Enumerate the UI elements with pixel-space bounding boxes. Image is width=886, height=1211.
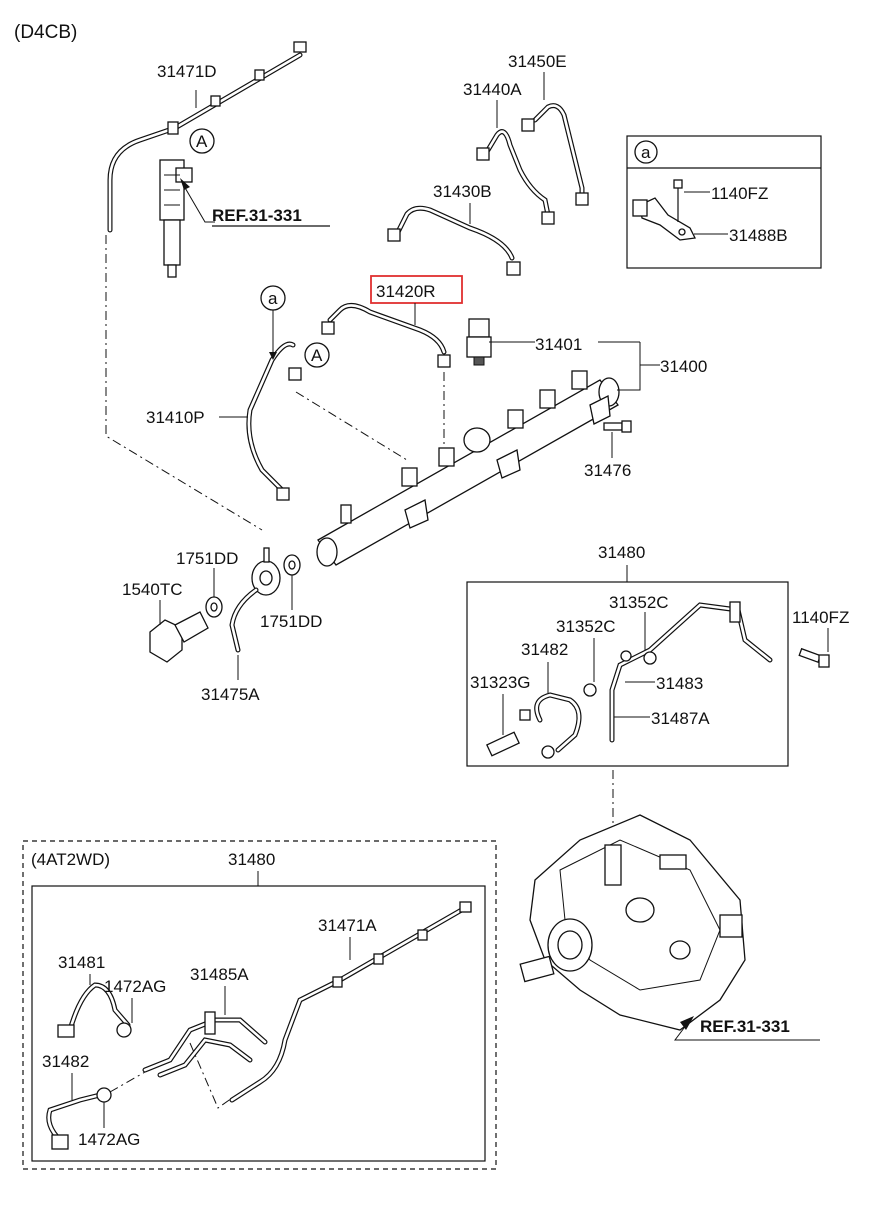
engine-code-label: (D4CB) [14,22,77,43]
return-line-31471D [107,41,307,233]
arrow-icon [180,178,190,190]
arrow-icon [680,1016,694,1030]
clamp-31352C-b[interactable] [541,683,597,759]
tube-31485A[interactable] [142,1011,268,1078]
injection-pipe-31450E[interactable] [521,103,589,206]
high-pressure-pump[interactable] [519,814,746,1031]
callout-1472AG-a: 1472AG [104,977,166,996]
injection-pipe-31430B[interactable] [387,205,521,276]
marker-a-pipe: a [268,289,278,308]
callout-31480-bottom: 31480 [228,850,275,869]
callout-31323G: 31323G [470,673,531,692]
common-rail[interactable] [316,370,620,567]
arrow-icon [269,352,277,360]
feed-tube-31487A[interactable] [609,601,773,743]
bolt-31476[interactable] [603,420,632,433]
callout-31401: 31401 [535,335,582,354]
callout-31482-top: 31482 [521,640,568,659]
callout-31475A: 31475A [201,685,260,704]
variant-label: (4AT2WD) [31,850,110,869]
callout-31476: 31476 [584,461,631,480]
marker-A-injector: A [196,132,208,151]
callout-1140FZ-inset: 1140FZ [711,184,768,203]
callout-31471D: 31471D [157,62,217,81]
hose-31482-top[interactable] [534,692,582,753]
callout-1751DD-top: 1751DD [176,549,238,568]
inset-a-box [626,135,822,269]
marker-A-rail: A [311,346,323,365]
callout-1540TC: 1540TC [122,580,182,599]
bolt-1140FZ-right[interactable] [798,647,830,668]
callout-31420R: 31420R [376,282,436,301]
bolt-1140FZ-inset[interactable] [673,179,683,222]
banjo-fitting[interactable] [251,547,281,596]
callout-31481: 31481 [58,953,105,972]
clamp-31352C-a[interactable] [620,650,657,665]
check-valve-31323G[interactable] [486,709,531,757]
callout-31480-top: 31480 [598,543,645,562]
variant-box-4AT2WD [22,840,497,1170]
injection-pipe-31420R[interactable] [321,303,451,368]
washer-1751DD-right[interactable] [283,554,301,576]
injection-pipe-31410P[interactable] [246,341,302,501]
callout-31400: 31400 [660,357,707,376]
callout-31487A: 31487A [651,709,710,728]
ref-link-top[interactable]: REF.31-331 [212,206,302,225]
hose-31481[interactable] [57,982,131,1038]
callout-31485A: 31485A [190,965,249,984]
callout-1472AG-b: 1472AG [78,1130,140,1149]
callout-31471A: 31471A [318,916,377,935]
hose-31482-bottom[interactable] [46,1092,103,1150]
assembly-box-31480-bottom [31,885,486,1162]
callout-31430B: 31430B [433,182,492,201]
injector-assembly[interactable] [159,159,193,278]
callout-31352C-b: 31352C [556,617,616,636]
bracket-31488B[interactable] [632,197,696,241]
callout-31488B: 31488B [729,226,788,245]
highlight-box [370,275,463,304]
callout-31483: 31483 [656,674,703,693]
ref-link-bottom[interactable]: REF.31-331 [700,1017,790,1036]
inset-a-marker: a [641,143,651,162]
callout-31440A: 31440A [463,80,522,99]
callout-1751DD-bottom: 1751DD [260,612,322,631]
callout-31482-bottom: 31482 [42,1052,89,1071]
clamp-1472AG-a[interactable] [116,1022,132,1038]
assembly-box-31480-top [466,581,789,767]
callout-31410P: 31410P [146,408,205,427]
callout-31450E: 31450E [508,52,567,71]
pressure-sensor-31401[interactable] [466,318,492,366]
return-hose-31475A[interactable] [229,587,259,653]
clamp-1472AG-b[interactable] [96,1087,112,1103]
callout-1140FZ-right: 1140FZ [792,608,849,627]
return-line-31471A[interactable] [229,901,472,1103]
bolt-1540TC[interactable] [149,611,209,663]
washer-1751DD-left[interactable] [205,596,223,618]
callout-31352C-a: 31352C [609,593,669,612]
injection-pipe-31440A[interactable] [476,129,555,225]
